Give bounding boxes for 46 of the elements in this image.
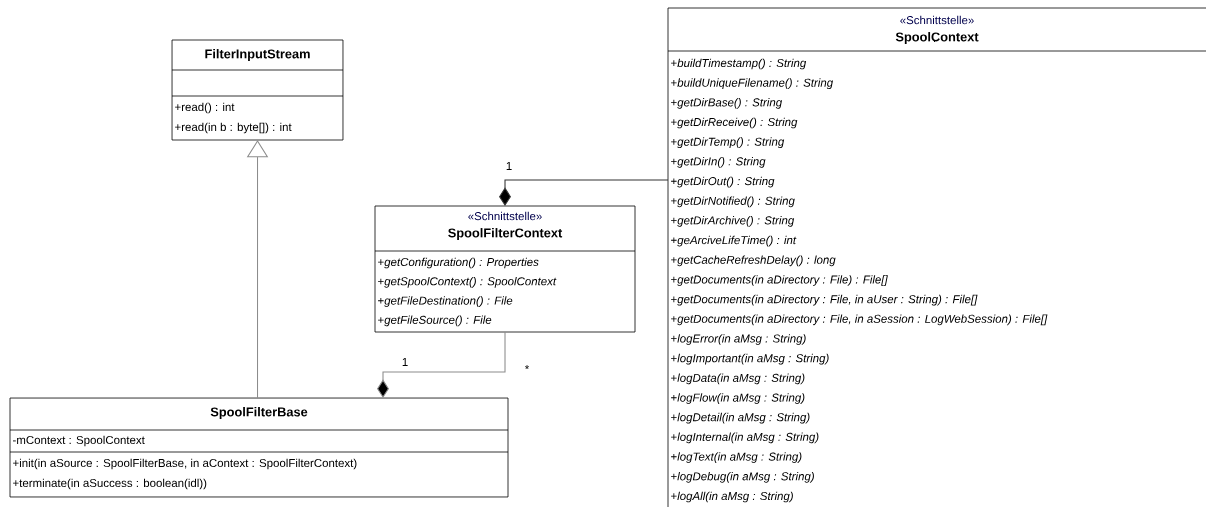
class-member: +init(in aSource : SpoolFilterBase, in aContext : SpoolFilterContext): [13, 458, 357, 470]
class-member: +getFileDestination() : File: [378, 296, 513, 307]
class-member: +logData(in aMsg : String): [671, 373, 805, 385]
class-box: [667, 7, 1206, 507]
class-member: +terminate(in aSuccess : boolean(idl)): [13, 478, 207, 490]
stereotype-label: «Schnittstelle»: [900, 15, 974, 25]
class-member: +getSpoolContext() : SpoolContext: [378, 276, 557, 288]
class-member: +logDebug(in aMsg : String): [671, 471, 814, 483]
connector: [499, 179, 669, 206]
multiplicity-label: 1: [506, 162, 512, 170]
class-name: SpoolFilterBase: [210, 407, 308, 419]
class-member: +read() : int: [175, 102, 235, 114]
class-member: +getDirArchive() : String: [671, 216, 795, 227]
class-member: +getDirIn() : String: [671, 157, 766, 168]
class-member: +buildUniqueFilename() : String: [671, 78, 833, 90]
class-member: +logError(in aMsg : String): [671, 334, 806, 345]
class-name: SpoolFilterContext: [448, 228, 563, 240]
class-member: +getDirReceive() : String: [671, 117, 798, 129]
class-member: -mContext : SpoolContext: [13, 435, 145, 447]
class-member: +getCacheRefreshDelay() : long: [671, 255, 836, 267]
class-member: +getDocuments(in aDirectory : File, in aUser : String) : File[]: [671, 294, 978, 306]
class-name: SpoolContext: [895, 32, 979, 44]
class-name: FilterInputStream: [205, 49, 310, 61]
class-member: +logInternal(in aMsg : String): [671, 432, 819, 444]
class-box: [9, 397, 509, 498]
class-member: +getDirBase() : String: [671, 98, 782, 109]
class-member: +logText(in aMsg : String): [671, 452, 802, 463]
class-member: +logAll(in aMsg : String): [671, 491, 793, 503]
class-member: +getDocuments(in aDirectory : File, in aSession : LogWebSession) : File[]: [671, 314, 1048, 326]
class-member: +getConfiguration() : Properties: [378, 257, 539, 269]
class-member: +getDocuments(in aDirectory : File) : File[]: [671, 275, 888, 286]
class-box: [374, 205, 636, 333]
class-member: +logDetail(in aMsg : String): [671, 412, 810, 424]
class-member: +geArciveLifeTime() : int: [671, 235, 797, 247]
class-member: +buildTimestamp() : String: [671, 58, 807, 70]
class-member: +logFlow(in aMsg : String): [671, 393, 805, 404]
multiplicity-label: *: [524, 365, 530, 370]
class-member: +logImportant(in aMsg : String): [671, 353, 829, 365]
class-member: +getFileSource() : File: [378, 315, 492, 327]
class-member: +read(in b : byte[]) : int: [175, 122, 292, 134]
multiplicity-label: 1: [402, 358, 408, 366]
class-member: +getDirOut() : String: [671, 176, 775, 188]
stereotype-label: «Schnittstelle»: [468, 211, 542, 221]
class-member: +getDirNotified() : String: [671, 196, 795, 208]
class-member: +getDirTemp() : String: [671, 137, 785, 149]
class-box: [171, 39, 344, 141]
